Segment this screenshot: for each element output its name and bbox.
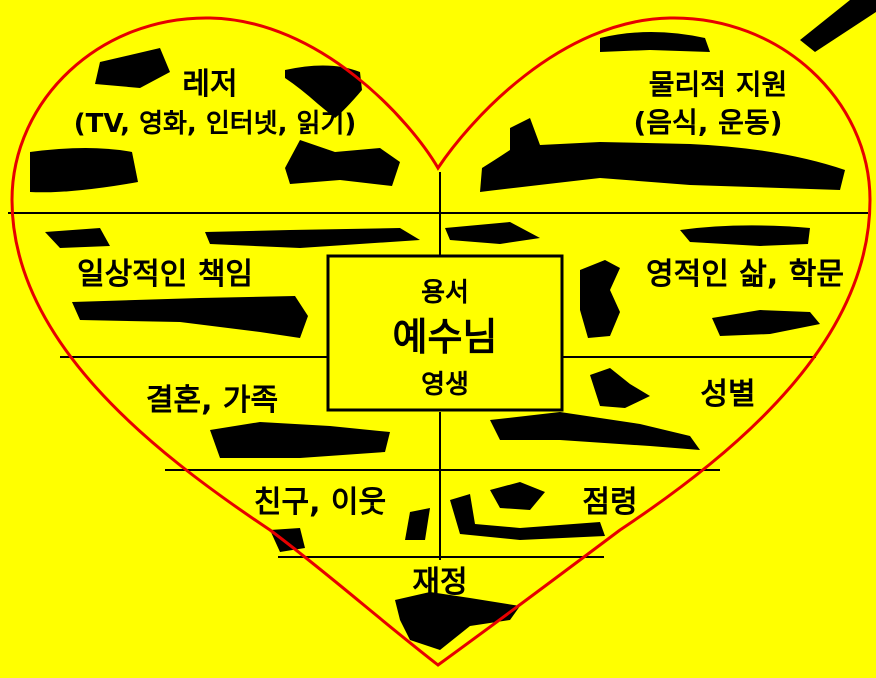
blob-spiritual-3 [580,260,620,338]
blob-daily-1 [45,228,110,248]
blob-daily-2 [205,228,420,248]
occult-label: 점령 [582,485,637,520]
leisure-title: 레저 [182,67,237,102]
blob-finances [395,592,520,650]
spiritual-life-label: 영적인 삶, 학문 [646,257,844,292]
silhouette-shapes [30,32,845,650]
blob-spiritual-4 [712,310,820,336]
blob-friends-2 [270,528,305,552]
blob-leisure-2 [285,65,362,118]
blob-sexuality-2 [490,412,700,450]
blob-leisure-1 [95,48,170,88]
center-bottom-text: 영생 [421,370,469,400]
blob-leisure-3 [30,148,138,193]
blob-physical-1 [600,32,710,52]
blob-occult-1 [490,482,545,510]
finances-label: 재정 [412,565,467,600]
heart-outline [10,16,872,667]
blob-leisure-4 [285,140,400,186]
blob-occult-2 [450,494,605,540]
blob-physical-2 [480,118,845,192]
physical-support-detail: (음식, 운동) [633,106,782,139]
blob-friends-1 [405,508,430,540]
blob-spiritual-1 [445,222,540,244]
corner-wedge-mark [800,0,876,52]
physical-support-title: 물리적 지원 [649,68,788,101]
sexuality-label: 성별 [700,377,755,412]
leisure-detail: (TV, 영화, 인터넷, 읽기) [74,109,357,139]
blob-sexuality-1 [590,368,650,408]
daily-responsibility-label: 일상적인 책임 [77,257,253,292]
marriage-family-label: 결혼, 가족 [146,383,278,418]
center-main-text: 예수님 [393,315,498,359]
divider-lines [8,172,868,560]
center-box [326,254,564,412]
blob-marriage [210,422,390,458]
friends-neighbors-label: 친구, 이웃 [254,485,386,520]
center-top-text: 용서 [421,278,469,308]
blob-spiritual-2 [680,225,810,246]
blob-daily-3 [72,296,308,338]
